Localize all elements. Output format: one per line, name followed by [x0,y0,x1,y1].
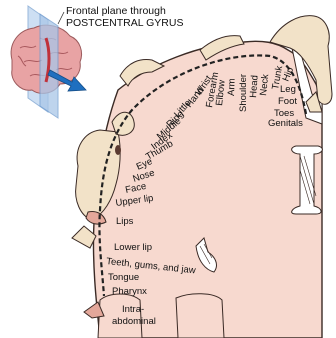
inset-label-line1: Frontal plane through [66,5,166,17]
label-arm: Arm [226,78,238,96]
label-leg: Leg [280,84,296,95]
label-toes: Toes [274,108,294,119]
label-genitals: Genitals [268,118,303,129]
label-abdominal: abdominal [112,316,156,327]
homunculus-jaw [72,226,96,248]
label-foot: Foot [278,96,297,107]
homunculus-eye [115,145,121,155]
label-lower-lip: Lower lip [114,242,152,253]
insula-fragment [176,294,224,338]
inset-label-line2: POSTCENTRAL GYRUS [66,17,183,29]
label-tongue: Tongue [108,272,139,283]
label-pharynx: Pharynx [112,286,147,297]
label-intra: Intra- [122,304,144,315]
callout-line [58,12,64,24]
label-shoulder: Shoulder [238,74,249,112]
label-lips: Lips [116,216,134,227]
label-head: Head [248,75,261,98]
